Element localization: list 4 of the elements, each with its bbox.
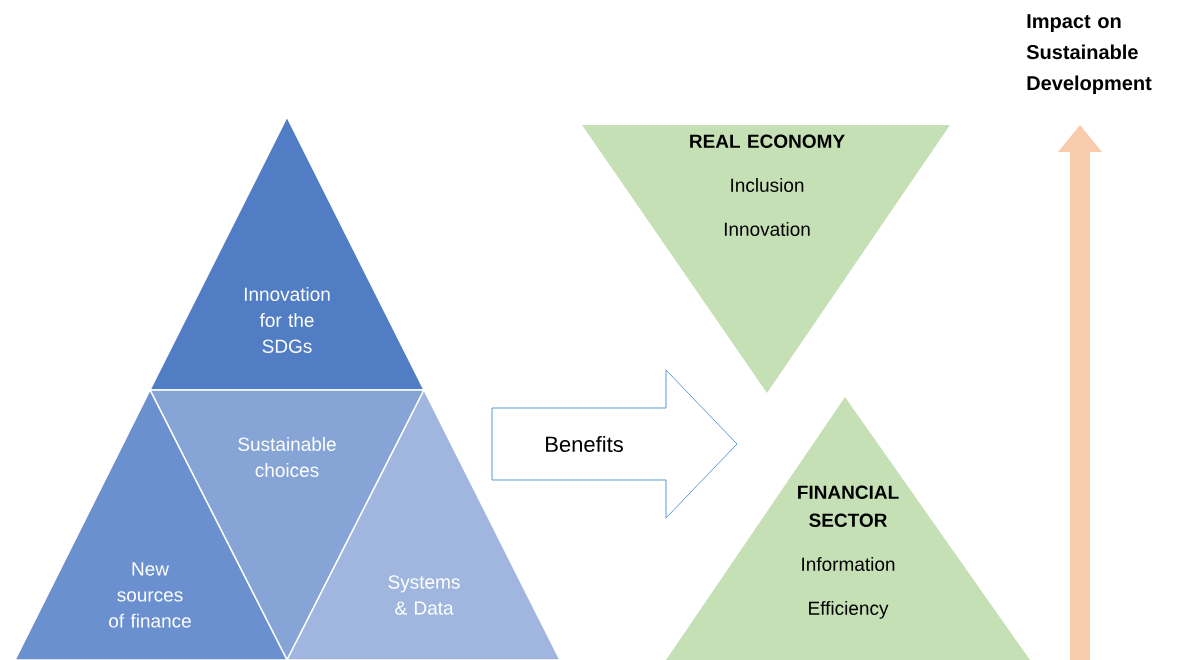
inverted-triangle: REAL ECONOMY Inclusion Innovation: [582, 125, 950, 393]
triangle: FINANCIAL SECTOR Information Efficiency: [666, 397, 1030, 660]
block-arrow: [491, 369, 738, 519]
axis-label: Impact on Sustainable Development: [1026, 14, 1152, 95]
